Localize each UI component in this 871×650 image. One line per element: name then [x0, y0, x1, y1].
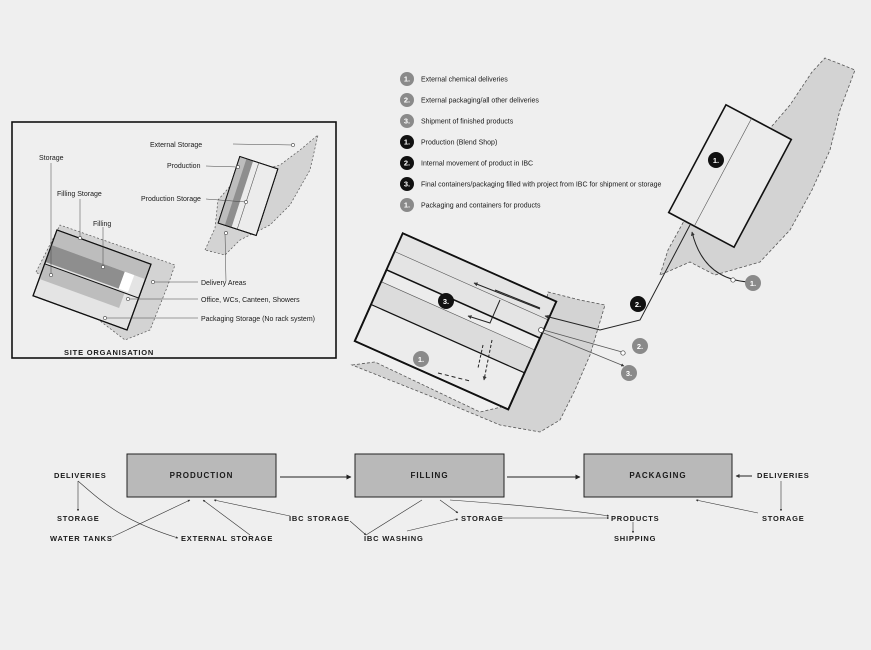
- flow-label-products: PRODUCTS: [611, 514, 660, 523]
- flow-label-storage-mid: STORAGE: [461, 514, 504, 523]
- legend-num: 3.: [404, 117, 410, 126]
- site-organisation-inset: Storage Filling Storage Filling External…: [11, 121, 337, 359]
- filling-marker-icon: [438, 293, 454, 309]
- internal-movement-marker-icon: [630, 296, 646, 312]
- inset-production-building: [217, 155, 279, 237]
- flow-label-shipping: SHIPPING: [614, 534, 656, 543]
- flow-label-ibc-storage: IBC STORAGE: [289, 514, 350, 523]
- legend-item: 2. External packaging/all other deliveri…: [400, 93, 539, 107]
- legend-num: 1.: [404, 138, 410, 147]
- production-box-label: PRODUCTION: [170, 471, 234, 480]
- main-building: [353, 232, 558, 411]
- legend-num: 2.: [404, 96, 410, 105]
- legend-num: 3.: [404, 180, 410, 189]
- legend-marker-icon: [400, 177, 414, 191]
- legend-num: 1.: [404, 75, 410, 84]
- legend-marker-icon: [400, 156, 414, 170]
- inset-main-building: [32, 229, 152, 331]
- production-marker-icon: [708, 152, 724, 168]
- legend-marker-icon: [400, 198, 414, 212]
- flow-main-arrows: [280, 474, 752, 480]
- packaging-marker-label: 1.: [418, 355, 424, 364]
- flow-label-deliveries-left: DELIVERIES: [54, 471, 107, 480]
- route-junction: [538, 327, 544, 333]
- production-marker-label: 1.: [713, 156, 719, 165]
- filling-marker-label: 3.: [443, 297, 449, 306]
- legend-marker-icon: [400, 72, 414, 86]
- legend-item: 1. Packaging and containers for products: [400, 198, 541, 212]
- legend-text: External chemical deliveries: [421, 77, 508, 84]
- legend-marker-icon: [400, 93, 414, 107]
- inset-label-delivery-areas: Delivery Areas: [201, 280, 247, 287]
- production-box: [126, 453, 277, 498]
- legend-text: Internal movement of product in IBC: [421, 161, 533, 168]
- internal-movement-marker-label: 2.: [635, 300, 641, 309]
- inset-leader-dots: [49, 143, 295, 320]
- chemical-delivery-marker-icon: [745, 275, 761, 291]
- flow-label-water-tanks: WATER TANKS: [50, 534, 113, 543]
- flow-connectors: [76, 480, 783, 539]
- flow-label-deliveries-right: DELIVERIES: [757, 471, 810, 480]
- legend-text: Final containers/packaging filled with p…: [421, 182, 662, 189]
- shipment-marker-label: 3.: [626, 369, 632, 378]
- packaging-delivery-marker-label: 2.: [637, 342, 643, 351]
- flow-label-external-storage: EXTERNAL STORAGE: [181, 534, 273, 543]
- production-building: [667, 103, 793, 249]
- flow-label-ibc-washing: IBC WASHING: [364, 534, 424, 543]
- internal-movement-arrows: [437, 282, 541, 382]
- route-end: [730, 277, 736, 283]
- main-site-plan: 1. 1. 2. 2. 3. 3. 1.: [350, 57, 856, 433]
- legend-item: 1. Production (Blend Shop): [400, 135, 497, 149]
- legend-text: Production (Blend Shop): [421, 140, 497, 147]
- packaging-delivery-marker-icon: [632, 338, 648, 354]
- filling-box-label: FILLING: [410, 471, 448, 480]
- legend-text: External packaging/all other deliveries: [421, 98, 539, 105]
- legend-num: 1.: [404, 201, 410, 210]
- legend-num: 2.: [404, 159, 410, 168]
- inset-label-storage: Storage: [39, 155, 64, 162]
- packaging-marker-icon: [413, 351, 429, 367]
- inset-label-filling-storage: Filling Storage: [57, 191, 102, 198]
- inset-label-office: Office, WCs, Canteen, Showers: [201, 297, 300, 304]
- legend: 1. External chemical deliveries 2. Exter…: [400, 72, 662, 212]
- legend-text: Packaging and containers for products: [421, 203, 541, 210]
- shipment-marker-icon: [621, 365, 637, 381]
- route-end: [620, 350, 626, 356]
- flow-label-storage-left: STORAGE: [57, 514, 100, 523]
- external-routes: [544, 224, 749, 331]
- process-flow: PRODUCTION FILLING PACKAGING DELIV: [50, 453, 810, 543]
- legend-item: 3. Final containers/packaging filled wit…: [400, 177, 662, 191]
- inset-label-production-storage: Production Storage: [141, 196, 201, 203]
- inset-title: SITE ORGANISATION: [64, 348, 154, 357]
- flow-label-storage-right: STORAGE: [762, 514, 805, 523]
- packaging-box-label: PACKAGING: [629, 471, 686, 480]
- inset-label-filling: Filling: [93, 221, 111, 228]
- chemical-delivery-marker-label: 1.: [750, 279, 756, 288]
- legend-item: 1. External chemical deliveries: [400, 72, 508, 86]
- packaging-box: [583, 453, 733, 498]
- inset-label-packaging-storage: Packaging Storage (No rack system): [201, 316, 315, 323]
- legend-item: 2. Internal movement of product in IBC: [400, 156, 533, 170]
- legend-marker-icon: [400, 135, 414, 149]
- legend-text: Shipment of finished products: [421, 119, 514, 126]
- legend-item: 3. Shipment of finished products: [400, 114, 514, 128]
- legend-marker-icon: [400, 114, 414, 128]
- inset-label-production: Production: [167, 163, 201, 170]
- inset-label-external-storage: External Storage: [150, 142, 202, 149]
- inset-leader-lines: [50, 143, 294, 319]
- filling-box: [354, 453, 505, 498]
- grey-routes: [539, 328, 625, 367]
